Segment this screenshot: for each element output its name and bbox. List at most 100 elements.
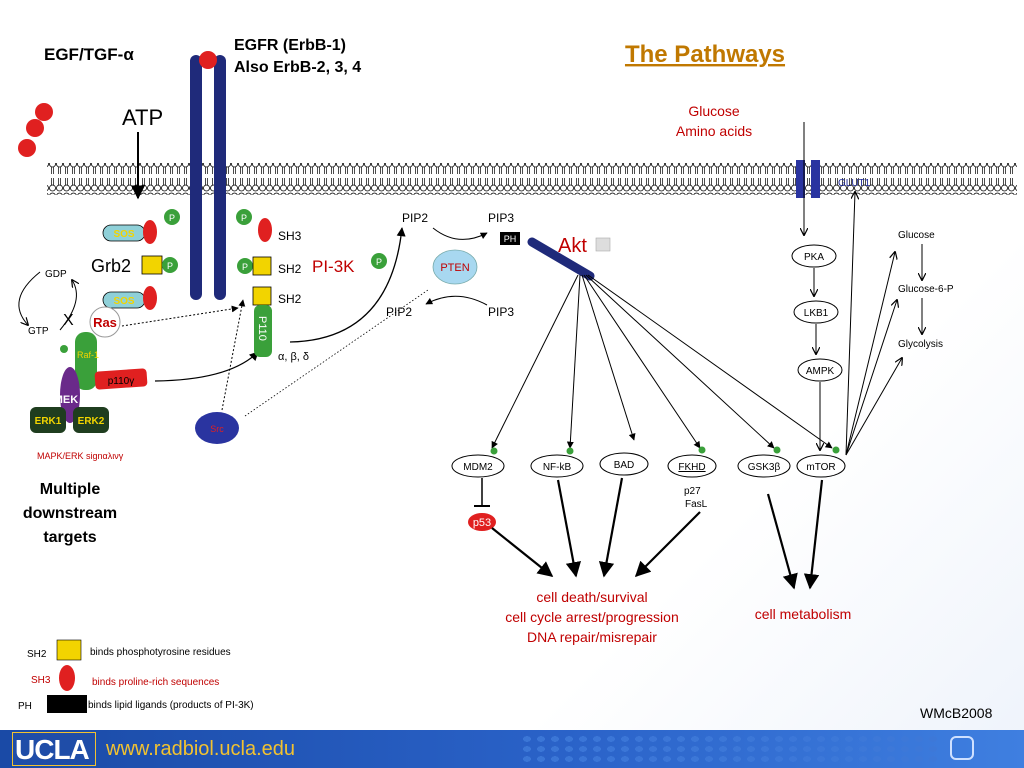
- gtp-label: GTP: [28, 326, 49, 337]
- legend-sh3-swatch: [59, 665, 75, 691]
- akt-gsk3-arrow: [585, 274, 775, 449]
- pten-label: PTEN: [440, 262, 469, 274]
- gsk3-label: GSK3β: [748, 462, 781, 473]
- phospho-p-icon: [60, 345, 68, 353]
- multiple-targets-line3: targets: [43, 529, 96, 546]
- phospho-p-icon: [237, 258, 253, 274]
- sh3-domain: [258, 218, 272, 242]
- page-title: The Pathways: [625, 41, 785, 68]
- erk1-node: [30, 407, 66, 433]
- lkb1-label: LKB1: [804, 308, 829, 319]
- phospho-p-label: P: [376, 257, 382, 267]
- mtor-output-arrows: [845, 192, 902, 456]
- phospho-p-icon: [832, 446, 840, 454]
- cell-membrane: [47, 163, 1017, 195]
- fasl-label: FasL: [685, 499, 708, 510]
- atp-label: ATP: [122, 105, 163, 130]
- ucla-logo: UCLA: [12, 732, 96, 766]
- pka-label: PKA: [804, 252, 824, 263]
- legend-ph-swatch: [47, 695, 87, 713]
- gsk3-node: [737, 454, 791, 478]
- sh3-label: SH3: [278, 229, 302, 243]
- p53-label: p53: [473, 517, 491, 529]
- sh2-label: SH2: [278, 262, 302, 276]
- gdp-gtp-cycle-arrow: [18, 271, 41, 325]
- ph-domain: [500, 232, 520, 245]
- legend-sh2-key: SH2: [27, 649, 47, 660]
- legend-sh2-text: binds phosphotyrosine residues: [90, 647, 231, 658]
- src-label: Src: [210, 424, 224, 434]
- mtor-g6p-arrow: [845, 300, 897, 456]
- glucose-label: Glucose: [688, 103, 740, 119]
- phospho-p-icon: [236, 209, 252, 225]
- p110-gamma-node: [94, 368, 148, 390]
- egf-label: EGF/TGF-α: [44, 45, 134, 64]
- mek-label: MEK: [54, 394, 79, 406]
- gsk3-outcome-arrow: [766, 493, 798, 590]
- grb2-sh2-box: [141, 255, 163, 275]
- multiple-targets-line1: Multiple: [40, 481, 101, 498]
- gtp-gdp-cycle-arrow: [59, 280, 76, 331]
- abd-isoform-label: α, β, δ: [278, 351, 309, 363]
- gdp-label: GDP: [45, 269, 67, 280]
- x-label: X: [63, 312, 74, 329]
- legend-ph-key: PH: [18, 701, 32, 712]
- cell-metabolism-label: cell metabolism: [755, 606, 851, 622]
- bad-outcome-arrow: [598, 477, 624, 578]
- legend-sh2-swatch: [56, 639, 82, 661]
- p27-label: p27: [684, 486, 701, 497]
- akt-mtor-arrow: [587, 274, 833, 449]
- phospho-p-label: P: [169, 213, 175, 223]
- legend-sh3-key: SH3: [31, 675, 51, 686]
- ras-pi3k-dotted-arrow: [121, 305, 239, 327]
- bad-node: [599, 452, 649, 476]
- akt-target-arrows: [491, 274, 833, 449]
- glycolysis-g6p-label: Glucose-6-P: [898, 284, 954, 295]
- ph-label: PH: [504, 234, 517, 244]
- akt-label: Akt: [558, 235, 587, 257]
- mtor-glucose-arrow: [845, 252, 895, 456]
- downstream-targets: MDM2 NF-kB BAD FKHD GSK3β mTOR: [451, 446, 846, 478]
- egfr-label-line1: EGFR (ErbB-1): [234, 37, 346, 54]
- ras-label: Ras: [93, 315, 117, 330]
- legend-sh3-text: binds proline-rich sequences: [92, 677, 219, 688]
- phospho-p-label: P: [241, 213, 247, 223]
- outcome-line2: cell cycle arrest/progression: [505, 609, 679, 625]
- sos-top-label: SOS: [113, 229, 134, 240]
- nfkb-outcome-arrow: [556, 479, 582, 578]
- sh2-box: [252, 286, 272, 306]
- pi3k-label: PI-3K: [312, 257, 355, 276]
- footer-bar: UCLA www.radbiol.ucla.edu: [0, 730, 1024, 768]
- pten-node: [432, 249, 478, 285]
- p110-label: P110: [256, 316, 268, 341]
- ucla-logo-text: UCLA: [15, 734, 90, 765]
- akt-node: [527, 237, 595, 281]
- sh3-domain: [143, 220, 157, 244]
- akt-bad-arrow: [581, 274, 636, 441]
- src-pi3k-dotted-arrow: [221, 299, 246, 411]
- akt-fkhd-arrow: [583, 274, 701, 449]
- mtor-label: mTOR: [806, 462, 835, 473]
- phospho-p-label: P: [167, 261, 173, 271]
- footer-url-link[interactable]: www.radbiol.ucla.edu: [106, 738, 295, 760]
- fkhd-outcome-arrow: [634, 511, 701, 578]
- mapk-signaling-label: MAPK/ERK signαλινγ: [37, 451, 124, 461]
- phospho-p-icon: [490, 447, 498, 455]
- akt-tag: [595, 237, 611, 252]
- phospho-p-icon: [773, 446, 781, 454]
- phospho-p-label: P: [242, 262, 248, 272]
- ampk-label: AMPK: [806, 366, 835, 377]
- mtor-glycolysis-arrow: [845, 358, 902, 456]
- erk2-node: [73, 407, 109, 433]
- amino-acids-label: Amino acids: [676, 123, 752, 139]
- phospho-p-icon: [162, 257, 178, 273]
- outcome-line1: cell death/survival: [536, 589, 647, 605]
- legend-ph-text: binds lipid ligands (products of PI-3K): [88, 700, 254, 711]
- egfr-bound-ligand: [199, 51, 217, 69]
- erk1-label: ERK1: [35, 416, 62, 427]
- raf-node: [75, 332, 97, 390]
- egfr-label-line2: Also ErbB-2, 3, 4: [234, 59, 361, 76]
- phospho-p-icon: [698, 446, 706, 454]
- src-node: [195, 412, 239, 444]
- glut1-transporter: [796, 160, 805, 198]
